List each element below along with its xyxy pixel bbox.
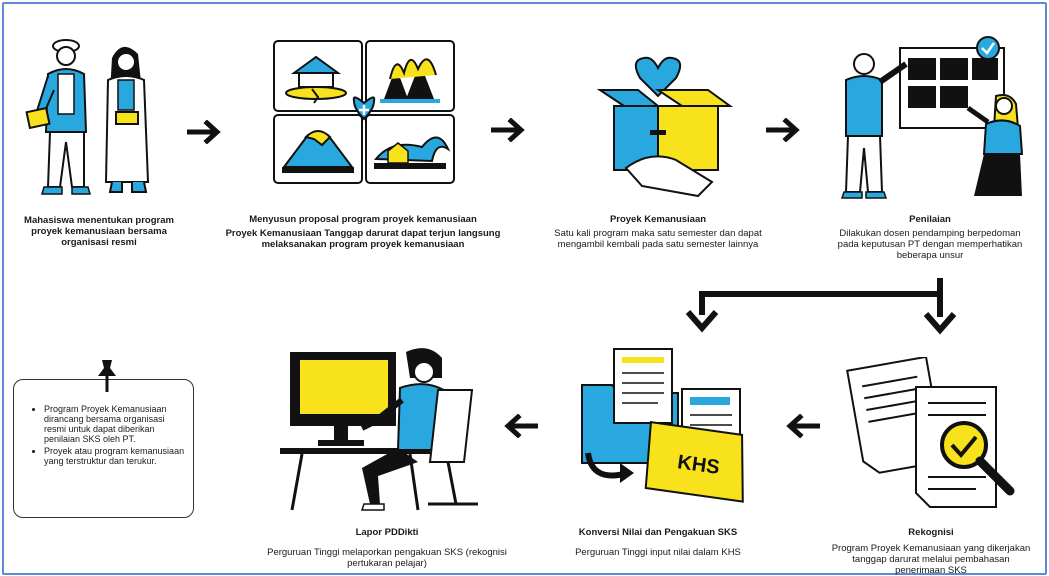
step-7-caption: Lapor PDDikti Perguruan Tinggi melaporka… bbox=[262, 527, 512, 569]
step-1-caption: Mahasiswa menentukan program proyek kema… bbox=[14, 215, 184, 248]
connector-bracket bbox=[685, 278, 957, 335]
khs-folders-illustration: KHS bbox=[581, 348, 744, 503]
pushpin-icon bbox=[98, 360, 116, 392]
step-1-title: Mahasiswa menentukan program proyek kema… bbox=[24, 215, 174, 248]
disaster-tiles-illustration bbox=[273, 40, 455, 184]
note-box: Program Proyek Kemanusiaan dirancang ber… bbox=[13, 379, 194, 518]
students-illustration bbox=[25, 39, 150, 195]
step-3-title: Proyek Kemanusiaan bbox=[609, 214, 707, 225]
step-3-caption: Proyek Kemanusiaan Satu kali program mak… bbox=[540, 214, 776, 250]
assessment-illustration bbox=[840, 36, 1024, 199]
step-2-caption: Menyusun proposal program proyek kemanus… bbox=[224, 214, 502, 250]
step-4-caption: Penilaian Dilakukan dosen pendamping ber… bbox=[832, 214, 1028, 261]
step-4-title: Penilaian bbox=[909, 214, 951, 225]
step-6-body: Perguruan Tinggi input nilai dalam KHS bbox=[575, 547, 741, 558]
arrow-left-1 bbox=[786, 414, 820, 438]
step-3-body: Satu kali program maka satu semester dan… bbox=[554, 228, 762, 250]
step-5-title: Rekognisi bbox=[908, 527, 954, 538]
step-7-title: Lapor PDDikti bbox=[355, 527, 419, 538]
step-2-title: Menyusun proposal program proyek kemanus… bbox=[249, 214, 477, 225]
arrow-right-1 bbox=[187, 120, 221, 144]
step-6-caption: Konversi Nilai dan Pengakuan SKS Perguru… bbox=[540, 527, 776, 558]
note-list: Program Proyek Kemanusiaan dirancang ber… bbox=[14, 404, 193, 468]
computer-user-illustration bbox=[280, 348, 478, 511]
recognition-illustration bbox=[846, 357, 1015, 508]
arrow-right-2 bbox=[491, 118, 525, 142]
arrow-right-3 bbox=[766, 118, 800, 142]
arrow-left-2 bbox=[504, 414, 538, 438]
step-6-title: Konversi Nilai dan Pengakuan SKS bbox=[578, 527, 738, 538]
note-item: Program Proyek Kemanusiaan dirancang ber… bbox=[44, 404, 185, 444]
step-7-body: Perguruan Tinggi melaporkan pengakuan SK… bbox=[267, 547, 507, 569]
donation-box-illustration bbox=[596, 56, 734, 198]
step-2-body: Proyek Kemanusiaan Tanggap darurat dapat… bbox=[225, 228, 501, 250]
step-5-body: Program Proyek Kemanusiaan yang dikerjak… bbox=[831, 543, 1031, 576]
step-5-caption: Rekognisi Program Proyek Kemanusiaan yan… bbox=[826, 527, 1036, 576]
step-4-body: Dilakukan dosen pendamping berpedoman pa… bbox=[837, 228, 1023, 261]
note-item: Proyek atau program kemanusiaan yang ter… bbox=[44, 446, 185, 466]
